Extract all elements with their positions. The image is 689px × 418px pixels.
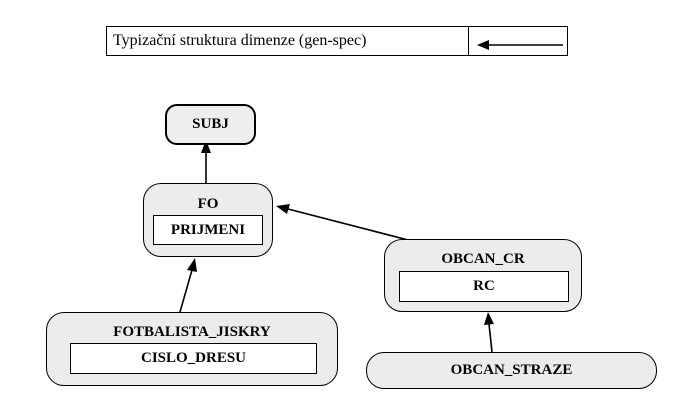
entity-fotbalista-jiskry: FOTBALISTA_JISKRY CISLO_DRESU [46,312,338,386]
entity-subj-name: SUBJ [192,116,229,132]
entity-obcan-cr-attribute: RC [399,271,569,302]
entity-subj: SUBJ [165,104,256,145]
entity-fo-attribute: PRIJMENI [153,215,263,245]
legend: Typizační struktura dimenze (gen-spec) [106,26,568,56]
arrow-obcan-straze-to-obcan-cr [484,312,494,353]
entity-obcan-straze-name: OBCAN_STRAZE [450,362,573,378]
entity-obcan-cr: OBCAN_CR RC [384,239,582,312]
arrow-fotbalista-to-fo [179,258,197,313]
legend-text: Typizační struktura dimenze (gen-spec) [113,32,367,49]
legend-divider [468,27,469,55]
entity-fotbalista-jiskry-attribute: CISLO_DRESU [70,343,317,374]
entity-fo: FO PRIJMENI [143,183,273,257]
entity-fotbalista-jiskry-name: FOTBALISTA_JISKRY [113,324,271,340]
legend-arrow-icon [477,40,563,50]
arrow-obcan-cr-to-fo [276,204,413,242]
entity-fo-name: FO [197,196,219,212]
arrow-fo-to-subj [201,140,211,183]
entity-obcan-cr-name: OBCAN_CR [441,251,525,267]
entity-obcan-straze: OBCAN_STRAZE [366,352,657,389]
